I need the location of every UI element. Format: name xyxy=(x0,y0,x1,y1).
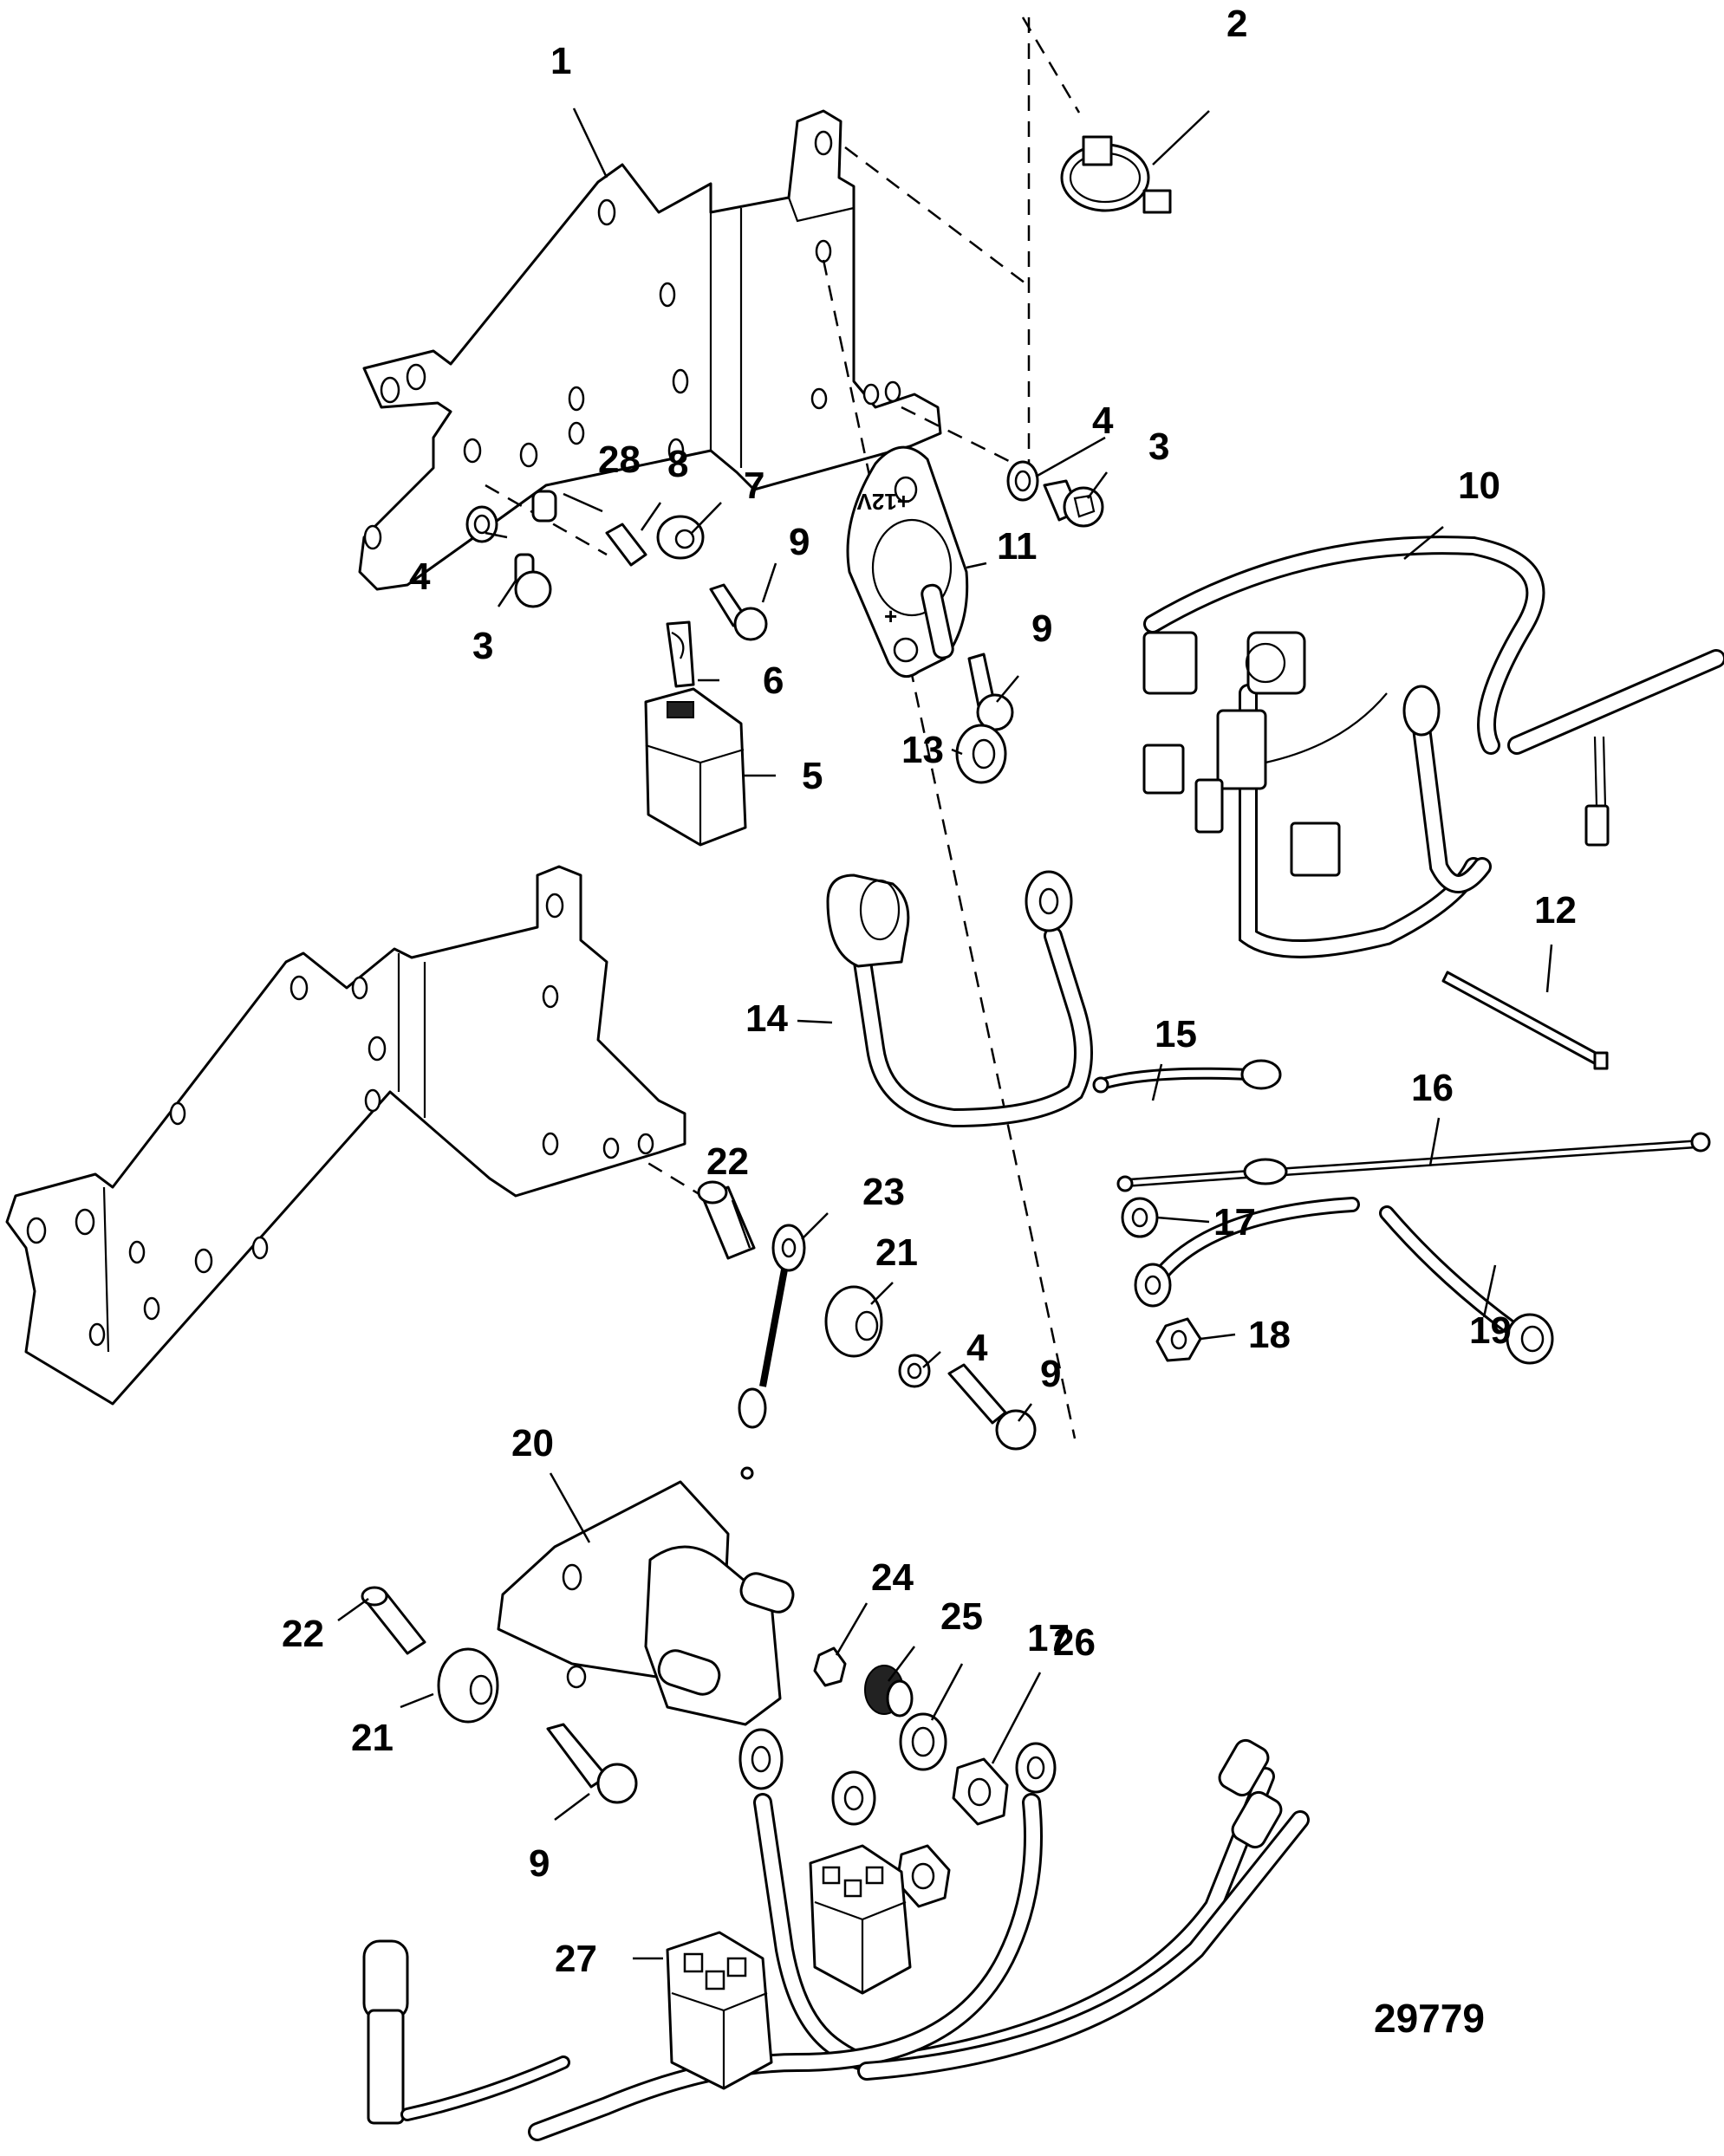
callout-9d: 9 xyxy=(529,1842,550,1885)
nut-26 xyxy=(952,1757,1009,1826)
bracket-upper xyxy=(358,109,942,591)
callout-22b: 22 xyxy=(282,1613,324,1655)
callout-21b: 21 xyxy=(351,1717,394,1759)
callout-9b: 9 xyxy=(1031,607,1052,650)
callout-9a: 9 xyxy=(789,521,810,563)
grommet-21b xyxy=(437,1647,499,1724)
washer-4b xyxy=(465,505,498,543)
callout-15: 15 xyxy=(1155,1013,1197,1055)
grommet-7 xyxy=(656,515,705,560)
callout-28: 28 xyxy=(598,438,641,481)
callout-19: 19 xyxy=(1469,1309,1512,1352)
callout-26: 26 xyxy=(1053,1621,1096,1664)
screw-9d xyxy=(546,1723,638,1804)
sleeve-8 xyxy=(605,523,647,567)
wire-lead-15 xyxy=(1092,1059,1282,1094)
wire-lead-23 xyxy=(738,1224,806,1480)
callout-17b: 17 xyxy=(1027,1617,1070,1659)
callout-14: 14 xyxy=(745,997,788,1040)
callout-22a: 22 xyxy=(706,1140,749,1183)
screw-9a xyxy=(709,583,768,641)
marking-12v: +12V xyxy=(856,489,910,515)
callout-3a: 3 xyxy=(1148,425,1169,468)
nut-18 xyxy=(1155,1317,1202,1362)
cable-tie xyxy=(1441,971,1609,1070)
hose-clamp xyxy=(1060,135,1172,214)
callout-12: 12 xyxy=(1534,889,1577,932)
callout-1: 1 xyxy=(550,40,571,82)
callout-3b: 3 xyxy=(472,625,493,667)
callout-21a: 21 xyxy=(875,1231,918,1274)
callout-9c: 9 xyxy=(1040,1353,1061,1395)
marking-plus: + xyxy=(884,603,897,629)
callout-6: 6 xyxy=(763,659,784,702)
relay-harness xyxy=(362,1728,1310,2141)
bracket-lower xyxy=(5,865,686,1406)
lock-washer-17b xyxy=(899,1712,947,1771)
callout-5: 5 xyxy=(802,755,823,797)
circuit-breaker: +12V + xyxy=(846,445,969,679)
washer-13 xyxy=(955,724,1007,784)
callout-labels: 1 2 3 3 4 4 4 5 6 7 8 9 9 9 9 10 11 12 1… xyxy=(282,3,1577,1980)
callout-16: 16 xyxy=(1411,1067,1454,1109)
callout-27: 27 xyxy=(555,1938,597,1980)
wiring-harness xyxy=(1142,536,1724,958)
washer-4a xyxy=(1006,460,1039,502)
relay xyxy=(644,687,747,847)
callout-23: 23 xyxy=(862,1171,905,1213)
sleeve-22a xyxy=(697,1180,756,1260)
screw-9b xyxy=(967,653,1014,731)
callout-7: 7 xyxy=(744,464,764,507)
callout-4b: 4 xyxy=(409,555,431,598)
fuse-lead-16 xyxy=(1116,1132,1711,1192)
nut-24 xyxy=(813,1646,847,1687)
battery-cable xyxy=(826,870,1093,1128)
callout-17a: 17 xyxy=(1213,1201,1256,1244)
callout-18: 18 xyxy=(1248,1314,1291,1356)
bolt-3a xyxy=(1043,479,1104,528)
callout-11: 11 xyxy=(997,525,1038,568)
spacer-28 xyxy=(531,490,557,523)
callout-25: 25 xyxy=(940,1595,983,1638)
leader-lines xyxy=(337,107,1553,1960)
bolt-3b xyxy=(514,553,552,608)
callout-20: 20 xyxy=(511,1422,554,1464)
grommet-21a xyxy=(824,1285,883,1358)
callout-10: 10 xyxy=(1458,464,1500,507)
lock-washer-17a xyxy=(1121,1197,1159,1238)
callout-2: 2 xyxy=(1226,3,1247,45)
screw-9c xyxy=(947,1363,1037,1451)
relay-clip xyxy=(666,620,695,688)
callout-13: 13 xyxy=(901,729,944,771)
figure-id: 29779 xyxy=(1374,1996,1485,2041)
callout-8: 8 xyxy=(667,443,688,485)
callout-24: 24 xyxy=(871,1556,914,1599)
callout-4a: 4 xyxy=(1092,399,1114,442)
washer-lower xyxy=(831,1770,876,1826)
sleeve-22b xyxy=(361,1586,426,1655)
starter-solenoid xyxy=(497,1480,795,1726)
callout-4c: 4 xyxy=(966,1327,988,1369)
washer-4c xyxy=(898,1354,931,1388)
boot-25 xyxy=(864,1665,914,1718)
ground-cable-19 xyxy=(1134,1197,1554,1365)
